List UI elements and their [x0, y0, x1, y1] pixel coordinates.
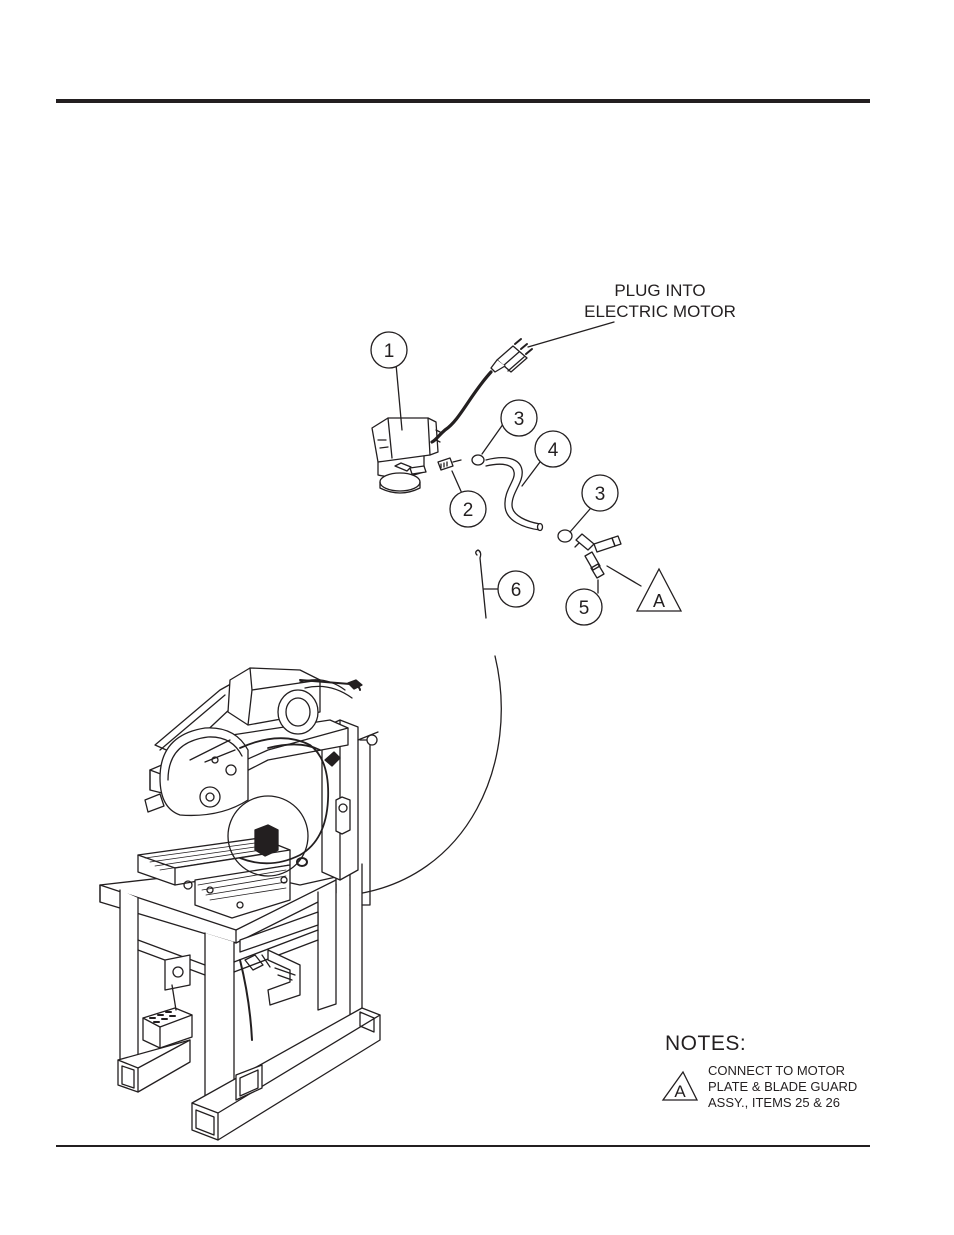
flag-a-label: A: [653, 591, 665, 611]
balloon-5-label: 5: [579, 598, 590, 619]
balloon-3-upper-label: 3: [514, 409, 525, 430]
note-line-3: ASSY., ITEMS 25 & 26: [708, 1095, 878, 1111]
note-line-1: CONNECT TO MOTOR: [708, 1063, 878, 1079]
balloon-6-label: 6: [511, 580, 522, 601]
masonry-saw: [100, 668, 380, 1140]
balloon-3-lower-label: 3: [595, 484, 606, 505]
y-fitting: [575, 534, 621, 578]
balloon-4-label: 4: [548, 440, 559, 461]
wire-tie: [476, 550, 486, 618]
notes-title: NOTES:: [665, 1032, 746, 1056]
leader-3-lower: [570, 509, 590, 532]
plug-leader-line: [528, 322, 614, 347]
power-cord: [432, 372, 491, 442]
note-a-text: CONNECT TO MOTOR PLATE & BLADE GUARD ASS…: [708, 1063, 878, 1111]
hose-outline-a: [486, 458, 540, 524]
balloon-2-label: 2: [463, 500, 474, 521]
hose-clamp-upper: [472, 455, 484, 465]
barb-fitting: [438, 458, 461, 470]
detail-leader: [350, 656, 501, 895]
leader-4: [522, 462, 540, 486]
electric-plug: [491, 339, 532, 372]
note-line-2: PLATE & BLADE GUARD: [708, 1079, 878, 1095]
balloon-1-label: 1: [384, 341, 395, 362]
leader-a: [607, 566, 641, 586]
notes-flag-label: A: [674, 1082, 686, 1101]
pump-assembly: [372, 418, 440, 493]
